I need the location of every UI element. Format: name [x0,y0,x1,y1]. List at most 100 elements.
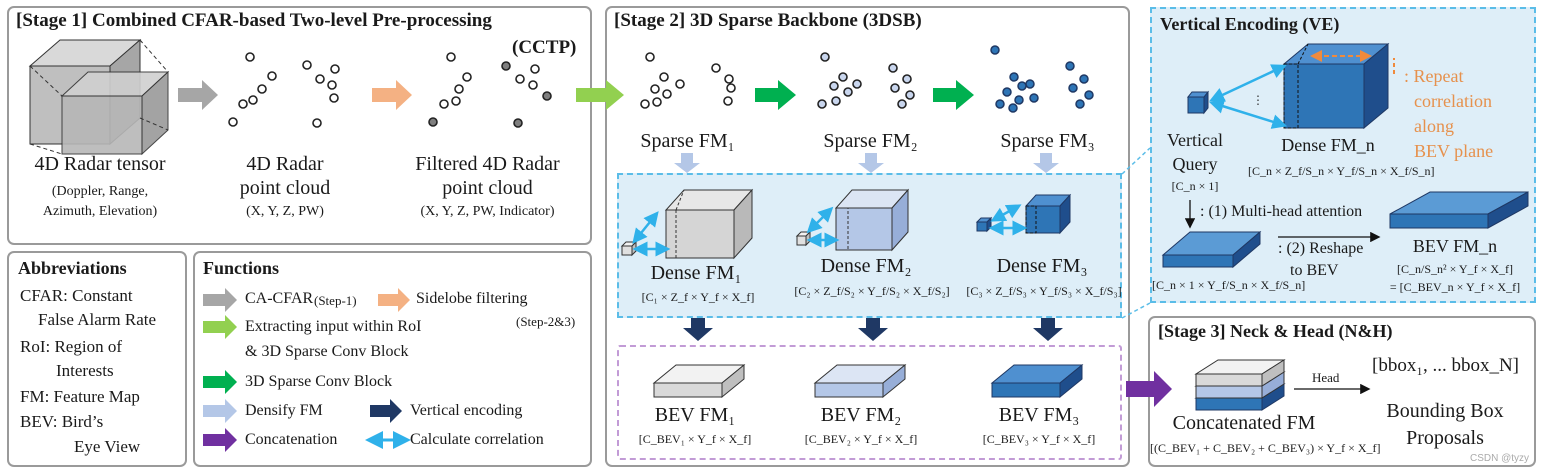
abbrev-title: Abbreviations [18,258,127,278]
fn-step23: (Step-2&3) [516,314,576,329]
abbreviations-panel [7,251,187,467]
fn-corr: Calculate correlation [410,431,544,448]
fpc-label1: Filtered 4D Radar [415,153,560,175]
dense-fm2-label: Dense FM₂ [820,255,912,277]
sparse-fm3-points [990,45,1094,113]
fpc-label2: point cloud [442,177,533,199]
stage3-bbox: [bbox₁, ... bbox_N] [1372,355,1519,376]
tensor-label: 4D Radar tensor [34,153,166,175]
pc-label1: 4D Radar [246,153,324,175]
watermark: CSDN @tyzy [1470,453,1530,464]
legend-navy-arrow [370,399,402,423]
ve-connector-bottom [1121,302,1151,319]
point-cloud-filtered [428,52,552,128]
dense-fm3-cube [975,193,1072,236]
ve-reshape-1: : (2) Reshape [1278,240,1364,257]
bev-fm2-dims: [C_BEV₂ × Y_f × X_f] [804,432,918,446]
roi-arrow [576,80,624,110]
ve-repeat-4: BEV plane [1414,141,1494,161]
legend-green-arrow [203,370,237,394]
dense-fm1-dims: [C₁ × Z_f × Y_f × X_f] [641,290,755,304]
ve-repeat-2: correlation [1414,91,1492,111]
bev-fm3-slab [990,363,1084,399]
ve-reshape-2: to BEV [1290,262,1339,279]
ve-bev-dims-1: [C_n/S_n² × Y_f × X_f] [1396,262,1513,276]
legend-orange-arrow [378,288,410,312]
concat-arrow [1126,371,1172,407]
ve-repeat-3: along [1414,116,1454,136]
fpc-sub: (X, Y, Z, PW, Indicator) [420,204,555,219]
legend-lightblue-arrow [203,399,237,423]
abbrev-item-2: RoI: Region of [20,337,122,356]
dense-fm1-label: Dense FM₁ [650,262,742,284]
point-cloud-raw [228,52,340,128]
abbrev-item-1: False Alarm Rate [38,310,157,329]
dense-fm3-dims: [C₃ × Z_f/S₃ × Y_f/S₃ × X_f/S₃] [966,284,1122,298]
bev-fm1-dims: [C_BEV₁ × Y_f × X_f] [638,432,752,446]
sparse-fm1-label: Sparse FM₁ [640,130,735,152]
fn-vertical: Vertical encoding [410,402,523,419]
fn-cacfar: CA-CFAR [245,290,314,307]
tensor-sub2: Azimuth, Elevation) [42,204,158,219]
stage1-title: [Stage 1] Combined CFAR-based Two-level … [16,10,492,31]
stage2-title: [Stage 2] 3D Sparse Backbone (3DSB) [614,10,922,31]
ve-dense-dims: [C_n × Z_f/S_n × Y_f/S_n × X_f/S_n] [1248,164,1435,178]
legend-gray-arrow [203,288,237,312]
abbrev-item-3: Interests [56,361,114,380]
sparse-fm2-label: Sparse FM₂ [823,130,918,152]
ve-correlation-arrows: ⋮ [1208,64,1288,129]
bev-fm3-label: BEV FM₃ [998,404,1080,426]
ve-title: Vertical Encoding (VE) [1160,14,1340,34]
fn-sparse-conv: 3D Sparse Conv Block [245,373,393,390]
fn-extract-2: & 3D Sparse Conv Block [245,343,409,360]
ve-query-dims: [C_n × 1] [1171,179,1219,193]
legend-purple-arrow [203,428,237,452]
cacfar-arrow [178,80,218,110]
fn-extract-1: Extracting input within RoI [245,318,422,335]
concatenated-fm-stack [1194,359,1286,411]
bev-fm1-slab [652,363,746,399]
sidelobe-arrow [372,80,412,110]
stage3-head-label: Head [1312,370,1340,385]
ve-mha: : (1) Multi-head attention [1200,203,1363,220]
fn-sidelobe: Sidelobe filtering [416,290,528,307]
dense-fm1-cube [620,188,754,260]
fn-densify: Densify FM [245,402,323,419]
stage3-concat-fm: Concatenated FM [1172,412,1316,434]
ve-query-2: Query [1172,154,1218,174]
ve-slab-dims: [C_n × 1 × Y_f/S_n × X_f/S_n] [1152,278,1306,292]
tensor-sub1: (Doppler, Range, [51,184,149,199]
vertical-query-cube [1186,90,1210,115]
bev-fm1-label: BEV FM₁ [654,404,736,426]
stage3-bb1: Bounding Box [1386,400,1504,422]
pc-sub: (X, Y, Z, PW) [246,204,324,219]
sparse-fm2-points [817,52,915,109]
ve-repeat-1: : Repeat [1404,66,1464,86]
stage3-concat-dims: [(C_BEV₁ + C_BEV₂ + C_BEV₃) × Y_f × X_f] [1150,441,1381,455]
ve-query-1: Vertical [1167,130,1223,150]
pc-label2: point cloud [239,177,331,199]
functions-title: Functions [203,258,280,278]
ve-dense-label: Dense FM_n [1281,135,1375,155]
ve-bev-label: BEV FM_n [1412,236,1498,256]
densify-arrows [674,153,1059,173]
sparse-conv-arrow-1 [755,80,796,110]
abbrev-item-0: CFAR: Constant [20,286,133,305]
sparse-conv-arrow-2 [933,80,974,110]
vertical-encoding-arrows [683,318,1063,341]
sparse-fm1-points [640,52,736,109]
radar-tensor-icon [28,38,170,156]
ve-connector-top [1121,147,1151,175]
abbrev-item-5: BEV: Bird’s [20,412,104,431]
fn-concat: Concatenation [245,431,338,448]
bev-fm2-label: BEV FM₂ [820,404,902,426]
ve-bev-dims-2: = [C_BEV_n × Y_f × X_f] [1389,280,1521,294]
legend-lightgreen-arrow [203,315,237,339]
ve-slab [1161,230,1262,269]
bev-fm3-dims: [C_BEV₃ × Y_f × X_f] [982,432,1096,446]
bev-fm2-slab [813,363,907,399]
fn-step1: (Step-1) [314,293,357,308]
abbrev-item-6: Eye View [74,437,141,456]
